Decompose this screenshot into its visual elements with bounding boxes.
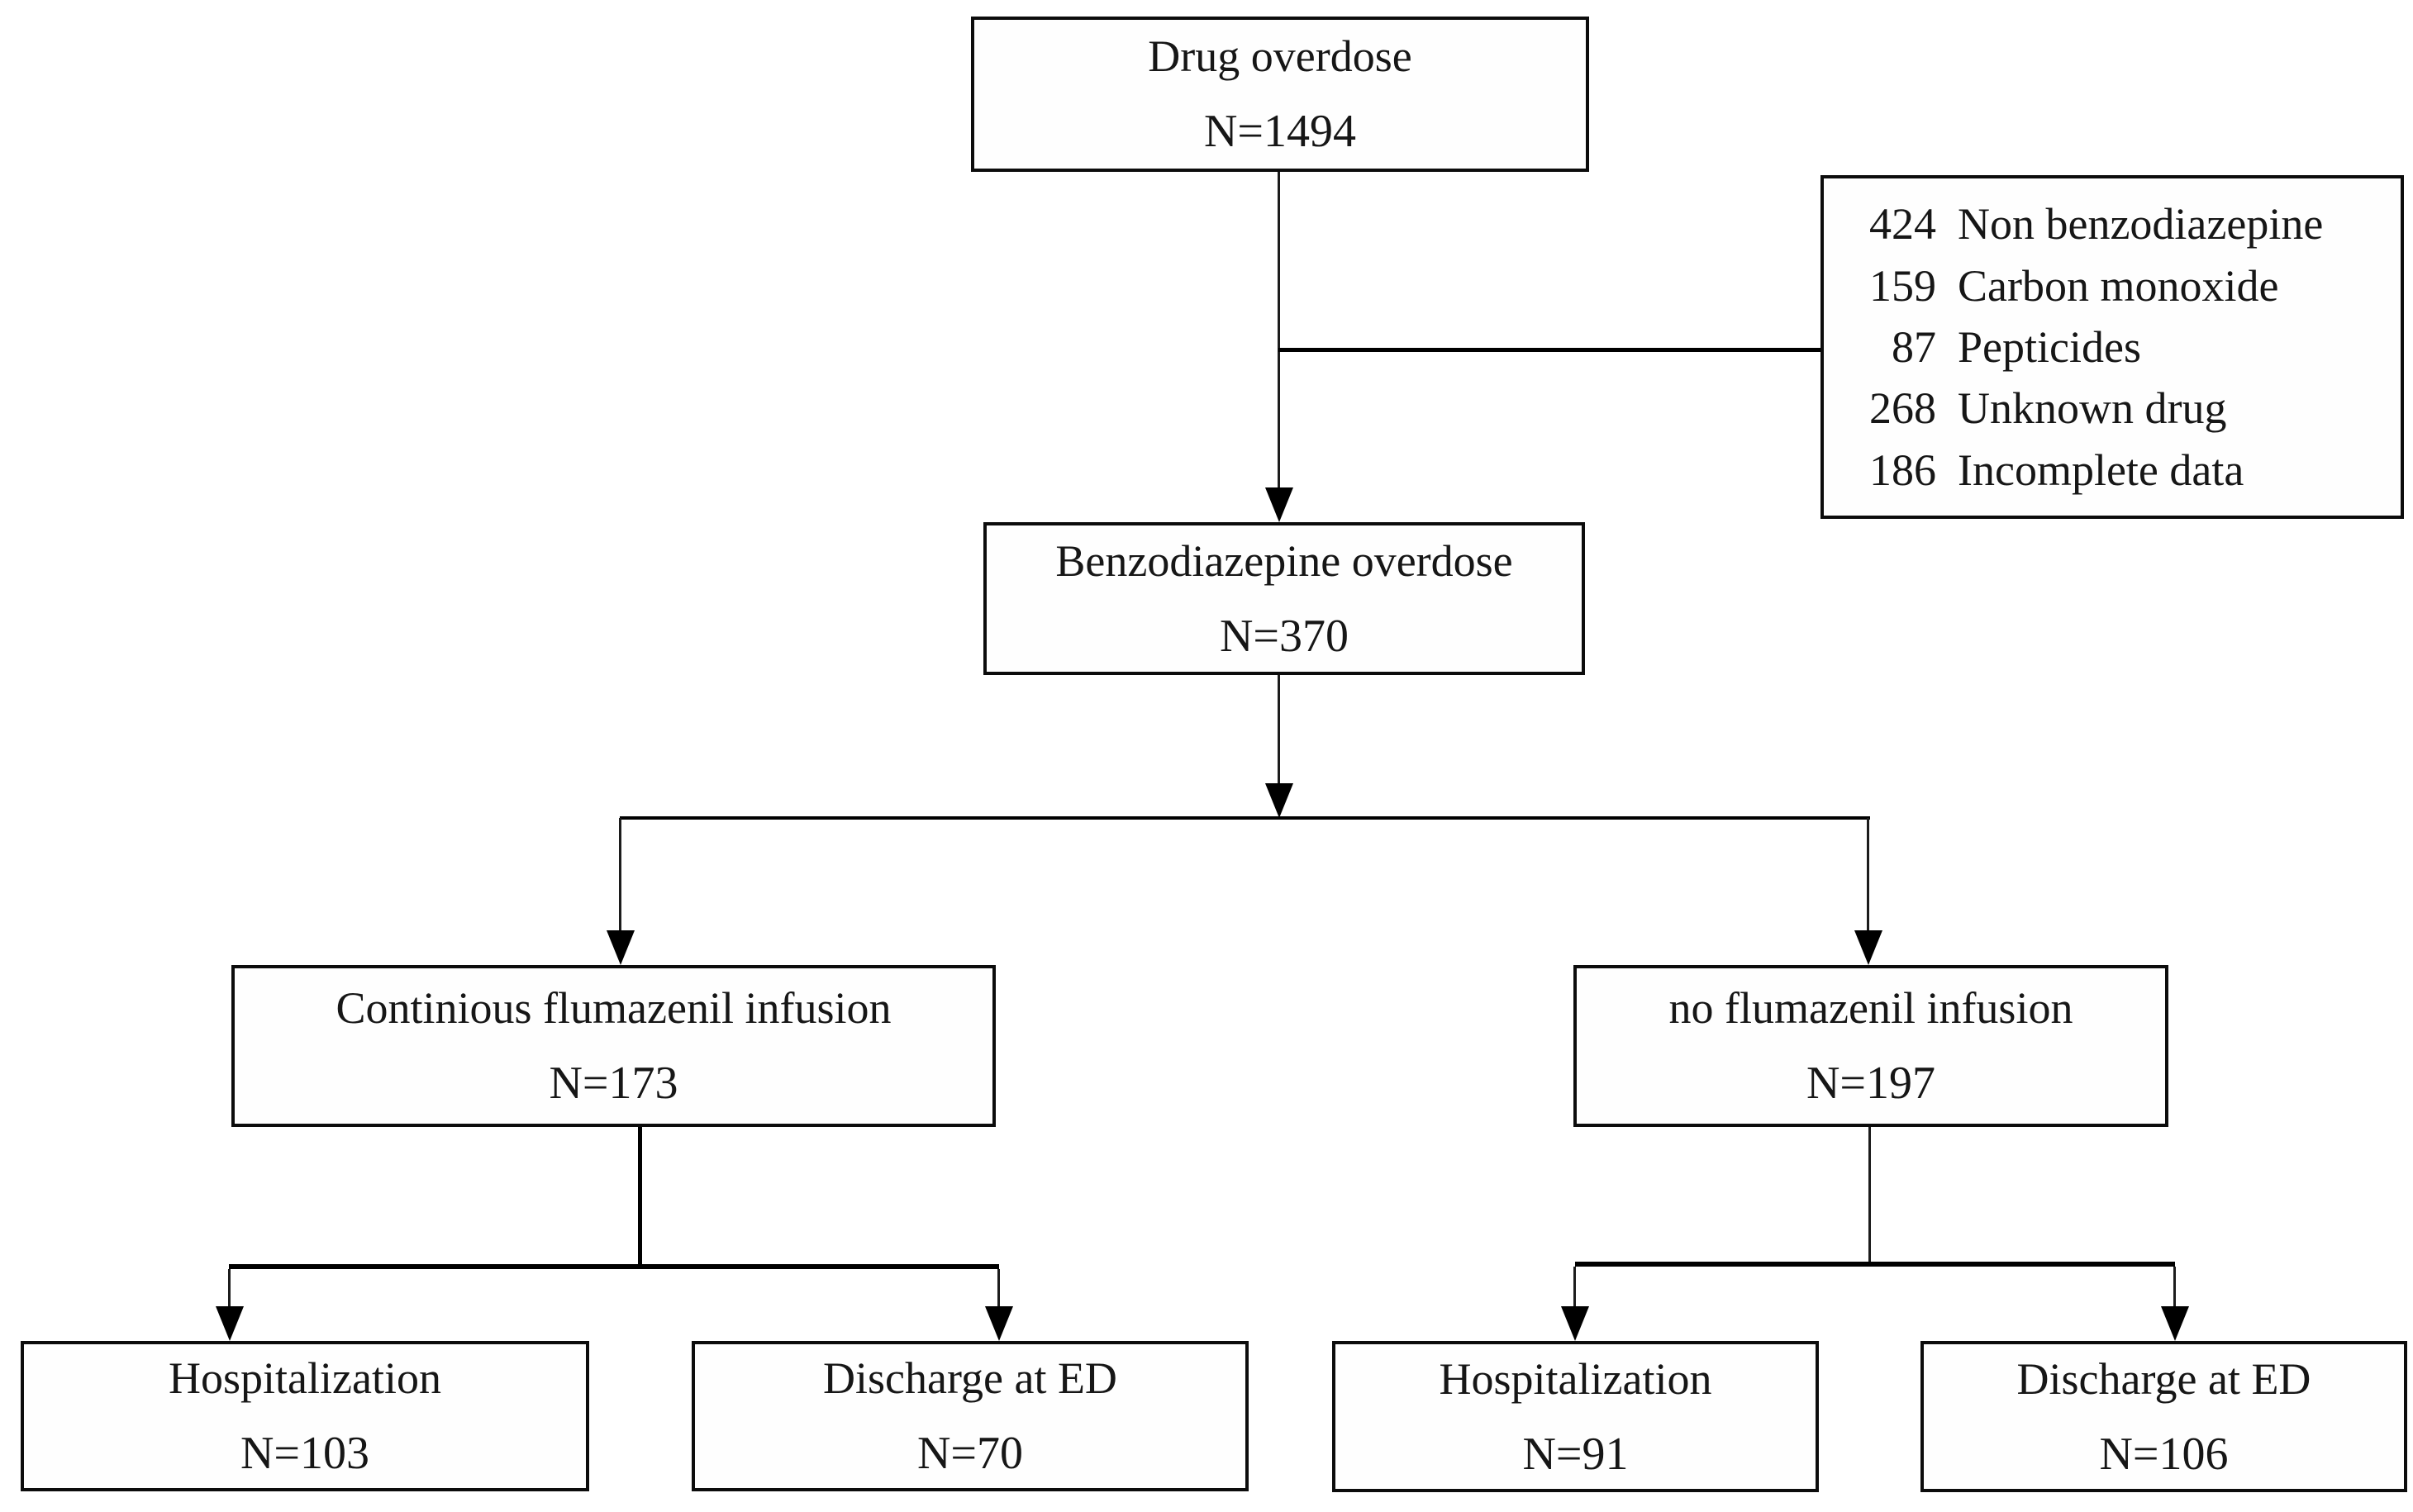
exclusion-item: 159 Carbon monoxide [1839, 264, 2392, 308]
exclusion-label: Unknown drug [1958, 383, 2227, 434]
discharge-no-flumazenil-label: Discharge at ED [2016, 1353, 2311, 1404]
arrowhead-into-benzo [1265, 487, 1293, 522]
drug-overdose-label: Drug overdose [1148, 31, 1412, 81]
connector-to-discharge-no-flumazenil [2173, 1267, 2176, 1308]
connector-to-hosp-no-flumazenil [1573, 1267, 1576, 1308]
flow-node-hospitalization-flumazenil: Hospitalization N=103 [21, 1341, 589, 1491]
exclusion-count: 186 [1869, 445, 1936, 495]
no-flumazenil-label: no flumazenil infusion [1668, 983, 2073, 1033]
stem-flumazenil-outcomes [638, 1127, 642, 1267]
exclusion-label: Carbon monoxide [1958, 260, 2279, 311]
discharge-no-flumazenil-count: N=106 [2099, 1428, 2229, 1480]
exclusion-label: Incomplete data [1958, 445, 2244, 495]
hosp-no-flumazenil-count: N=91 [1522, 1428, 1629, 1480]
arrowhead-into-discharge-no-flumazenil [2161, 1306, 2189, 1341]
flow-node-discharge-flumazenil: Discharge at ED N=70 [692, 1341, 1249, 1491]
split-bar-flumazenil [620, 816, 1870, 820]
flow-node-flumazenil-infusion: Continious flumazenil infusion N=173 [231, 965, 996, 1127]
flow-node-drug-overdose: Drug overdose N=1494 [971, 17, 1589, 172]
hosp-flumazenil-label: Hospitalization [169, 1353, 441, 1403]
connector-split-to-no-flumazenil [1867, 818, 1869, 934]
benzo-overdose-count: N=370 [1219, 610, 1349, 662]
arrowhead-into-no-flumazenil [1854, 930, 1882, 965]
exclusion-count: 87 [1892, 321, 1936, 372]
arrowhead-into-hosp-no-flumazenil [1561, 1306, 1589, 1341]
hosp-flumazenil-count: N=103 [240, 1428, 370, 1479]
flow-node-hospitalization-no-flumazenil: Hospitalization N=91 [1332, 1341, 1819, 1492]
arrowhead-into-flumazenil [607, 930, 635, 965]
connector-to-discharge-flumazenil [997, 1269, 1000, 1309]
flow-node-discharge-no-flumazenil: Discharge at ED N=106 [1920, 1341, 2407, 1492]
flumazenil-count: N=173 [549, 1058, 678, 1109]
flow-node-no-flumazenil-infusion: no flumazenil infusion N=197 [1573, 965, 2168, 1127]
arrowhead-into-discharge-flumazenil [985, 1306, 1013, 1341]
flow-node-exclusions: 424 Non benzodiazepine 159 Carbon monoxi… [1820, 175, 2404, 519]
discharge-flumazenil-label: Discharge at ED [823, 1353, 1117, 1403]
exclusion-item: 424 Non benzodiazepine [1839, 202, 2392, 246]
exclusion-item: 268 Unknown drug [1839, 386, 2392, 430]
flumazenil-label: Continious flumazenil infusion [336, 983, 892, 1033]
discharge-flumazenil-count: N=70 [916, 1428, 1024, 1479]
split-bar-no-flumazenil-outcomes [1575, 1262, 2175, 1267]
hosp-no-flumazenil-label: Hospitalization [1439, 1353, 1712, 1404]
stem-no-flumazenil-outcomes [1868, 1127, 1871, 1264]
drug-overdose-count: N=1494 [1203, 106, 1357, 157]
exclusion-label: Non benzodiazepine [1958, 199, 2324, 250]
connector-exclusions-line [1278, 348, 1822, 352]
exclusion-count: 268 [1869, 383, 1936, 434]
connector-to-hosp-flumazenil [228, 1269, 231, 1309]
exclusion-item: 87 Pepticides [1839, 325, 2392, 369]
split-bar-flumazenil-outcomes [229, 1264, 999, 1269]
no-flumazenil-count: N=197 [1806, 1058, 1936, 1109]
arrowhead-into-hosp-flumazenil [216, 1306, 244, 1341]
connector-split-to-flumazenil [619, 818, 621, 934]
benzo-overdose-label: Benzodiazepine overdose [1055, 535, 1513, 586]
exclusion-label: Pepticides [1958, 321, 2141, 372]
connector-drug-to-benzo-line [1278, 172, 1280, 491]
exclusion-item: 186 Incomplete data [1839, 448, 2392, 492]
flow-node-benzodiazepine-overdose: Benzodiazepine overdose N=370 [983, 522, 1585, 675]
connector-benzo-to-split-line [1278, 675, 1280, 785]
exclusion-count: 424 [1869, 199, 1936, 250]
arrowhead-into-split [1265, 783, 1293, 818]
exclusion-count: 159 [1869, 260, 1936, 311]
